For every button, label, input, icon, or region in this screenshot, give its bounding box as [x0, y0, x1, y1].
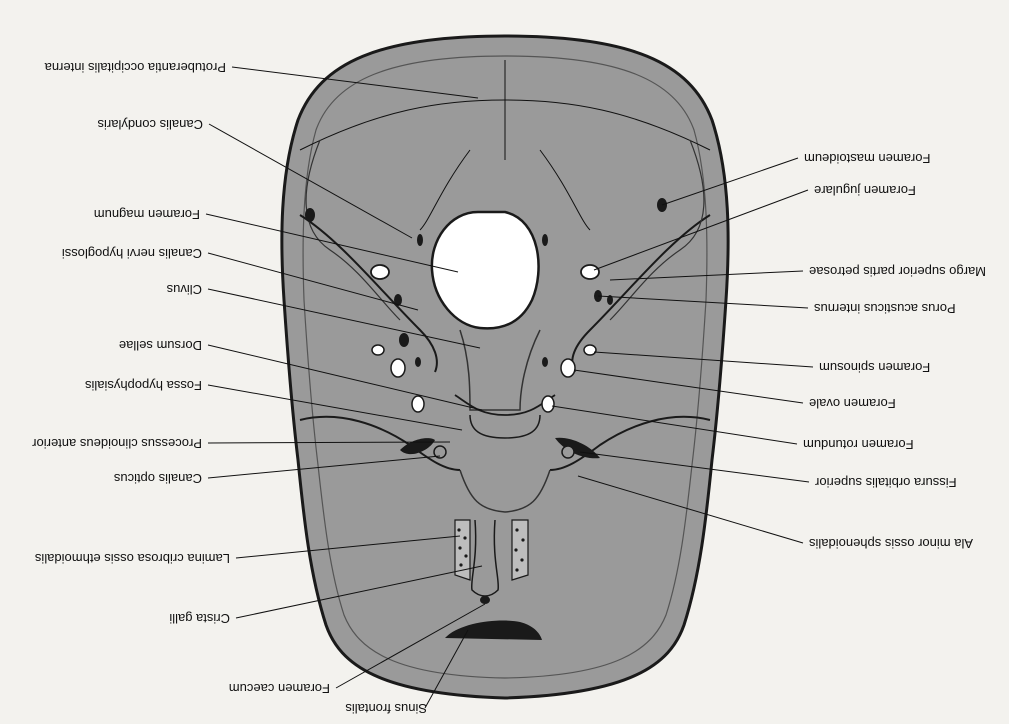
label-opticus: Canalis opticus — [113, 471, 202, 486]
label-foramen-magnum: Foramen magnum — [94, 207, 200, 222]
dark-spot-left — [399, 333, 409, 347]
label-sinus: Sinus frontalis — [345, 701, 427, 716]
jugular-foramen-right — [581, 265, 599, 279]
label-crista: Crista galli — [169, 611, 230, 626]
label-dorsum: Dorsum sellae — [119, 338, 202, 353]
label-rotundum: Foramen rotundum — [803, 437, 914, 452]
foramen-ovale-shape — [561, 359, 575, 377]
label-spinosum: Foramen spinosum — [819, 360, 930, 375]
label-clivus: Clivus — [166, 282, 202, 297]
condylar-left — [417, 234, 423, 246]
crista-galli-shape — [472, 520, 499, 596]
jugular-foramen-left — [371, 265, 389, 279]
foramen-rotundum-shape — [542, 396, 554, 412]
clinoid-right — [542, 357, 548, 367]
label-ala: Ala minor ossis sphenoidalis — [809, 536, 974, 551]
clinoid-left — [415, 357, 421, 367]
label-porus: Porus acusticus internus — [814, 301, 956, 316]
label-ovale: Foramen ovale — [809, 396, 896, 411]
label-fossa: Fossa hypophysialis — [84, 378, 202, 393]
mastoid-left — [305, 208, 315, 222]
optic-canal-right — [562, 446, 574, 458]
label-hypoglossi: Canalis nervi hypoglossi — [62, 246, 202, 261]
label-caecum: Foramen caecum — [229, 681, 330, 696]
foramen-rotundum-left — [412, 396, 424, 412]
label-margo: Margo superior partis petrosae — [809, 264, 986, 279]
foramen-spinosum-left — [372, 345, 384, 355]
label-lamina: Lamina cribrosa ossis ethmoidalis — [34, 551, 230, 566]
label-mastoideum: Foramen mastoideum — [804, 151, 930, 166]
label-clinoideus: Processus clinoideus anterior — [32, 436, 202, 451]
foramen-caecum-shape — [480, 596, 490, 604]
label-jugulare: Foramen jugulare — [814, 183, 916, 198]
foramen-magnum-shape — [432, 212, 539, 328]
label-condylaris: Canalis condylaris — [97, 117, 203, 132]
label-protuberantia: Protuberantia occipitalis interna — [44, 60, 226, 75]
condylar-right — [542, 234, 548, 246]
foramen-spinosum-shape — [584, 345, 596, 355]
foramen-ovale-left — [391, 359, 405, 377]
label-fissura: Fissura orbitalis superior — [814, 475, 956, 490]
